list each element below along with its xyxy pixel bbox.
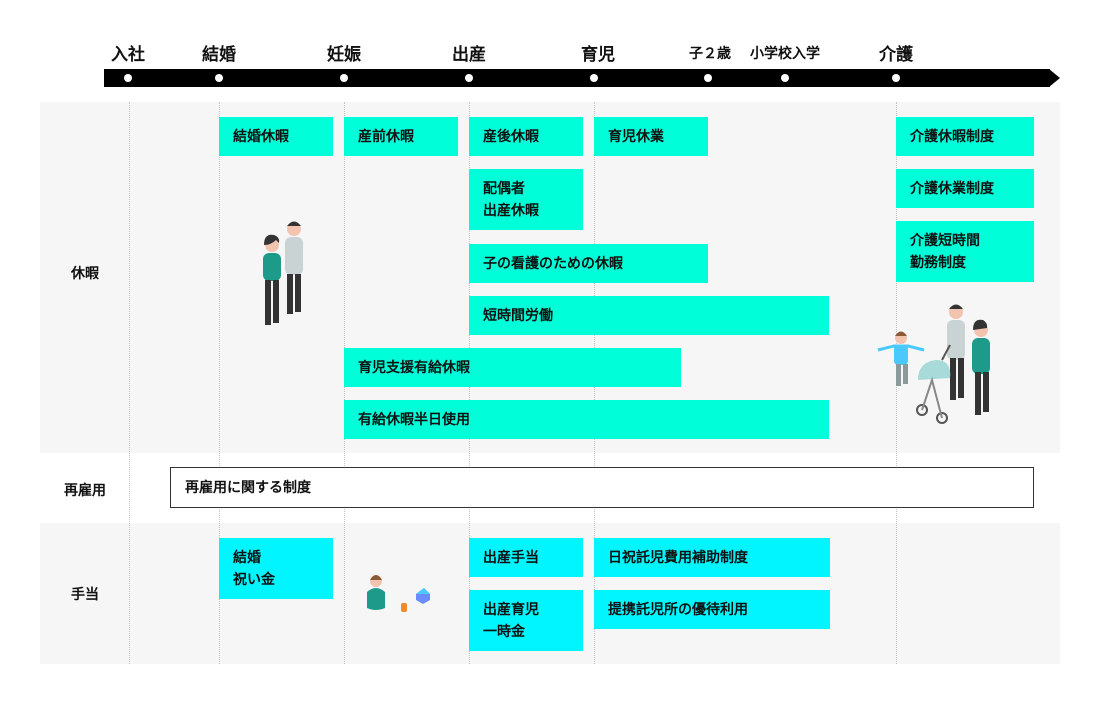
row-label-allowance: 手当 xyxy=(71,587,99,603)
timeline-arrow-icon xyxy=(1049,69,1060,87)
label-line: 配偶者 xyxy=(483,180,525,197)
childcare-paid-leave-label: 育児支援有給休暇 xyxy=(358,359,470,376)
childbirth-lump-sum: 出産育児一時金 xyxy=(469,590,583,651)
timeline-dot xyxy=(124,74,132,82)
row-label-leave: 休暇 xyxy=(71,266,99,282)
half-day-paid-leave-label: 有給休暇半日使用 xyxy=(358,411,470,428)
label-line: 結婚 xyxy=(233,549,261,566)
prenatal-leave: 産前休暇 xyxy=(344,117,458,156)
guide-line xyxy=(129,102,130,664)
care-leave-system: 介護休暇制度 xyxy=(896,117,1034,156)
timeline-bar xyxy=(104,69,1050,87)
timeline-dot xyxy=(215,74,223,82)
stage-birth: 出産 xyxy=(452,45,486,65)
childcare-leave-label: 育児休業 xyxy=(608,128,664,145)
rehire-system: 再雇用に関する制度 xyxy=(170,467,1034,508)
prenatal-leave-label: 産前休暇 xyxy=(358,128,414,145)
label-line: 出産育児 xyxy=(483,601,539,618)
stage-childcare: 育児 xyxy=(581,45,615,65)
care-short-hours: 介護短時間勤務制度 xyxy=(896,221,1034,282)
rehire-system-label: 再雇用に関する制度 xyxy=(185,479,311,496)
half-day-paid-leave: 有給休暇半日使用 xyxy=(344,400,829,439)
childcare-paid-leave: 育児支援有給休暇 xyxy=(344,348,681,387)
timeline-dot xyxy=(892,74,900,82)
stage-nursing-care: 介護 xyxy=(879,45,913,65)
label-line: 出産休暇 xyxy=(483,202,539,219)
marriage-gift: 結婚祝い金 xyxy=(219,538,333,599)
stage-elementary-school: 小学校入学 xyxy=(750,46,820,62)
partner-nursery-label: 提携託児所の優待利用 xyxy=(608,601,748,618)
marriage-leave: 結婚休暇 xyxy=(219,117,333,156)
label-line: 介護短時間 xyxy=(910,232,980,249)
stage-child-age-2: 子２歳 xyxy=(689,46,731,62)
childbirth-lump-sum-label: 出産育児一時金 xyxy=(483,599,539,643)
care-absence-system-label: 介護休業制度 xyxy=(910,180,994,197)
care-short-hours-label: 介護短時間勤務制度 xyxy=(910,230,980,274)
postnatal-leave-label: 産後休暇 xyxy=(483,128,539,145)
childcare-leave: 育児休業 xyxy=(594,117,708,156)
postnatal-leave: 産後休暇 xyxy=(469,117,583,156)
family-with-stroller-illustration xyxy=(877,304,990,424)
short-time-work: 短時間労働 xyxy=(469,296,829,335)
spouse-birth-leave-label: 配偶者出産休暇 xyxy=(483,178,539,222)
label-line: 祝い金 xyxy=(233,571,275,588)
holiday-childcare-subsidy: 日祝託児費用補助制度 xyxy=(594,538,830,577)
timeline-dot xyxy=(465,74,473,82)
maternity-allowance-label: 出産手当 xyxy=(483,549,539,566)
marriage-leave-label: 結婚休暇 xyxy=(233,128,289,145)
maternity-allowance: 出産手当 xyxy=(469,538,583,577)
child-nursing-leave: 子の看護のための休暇 xyxy=(469,244,708,283)
timeline-dot xyxy=(340,74,348,82)
child-nursing-leave-label: 子の看護のための休暇 xyxy=(483,255,623,272)
marriage-gift-label: 結婚祝い金 xyxy=(233,547,275,591)
care-absence-system: 介護休業制度 xyxy=(896,169,1034,208)
label-line: 勤務制度 xyxy=(910,254,966,271)
stage-pregnancy: 妊娠 xyxy=(327,45,361,65)
stage-joining: 入社 xyxy=(111,45,145,65)
timeline-dot xyxy=(590,74,598,82)
row-label-rehire: 再雇用 xyxy=(64,483,106,499)
spouse-birth-leave: 配偶者出産休暇 xyxy=(469,169,583,230)
care-leave-system-label: 介護休暇制度 xyxy=(910,128,994,145)
timeline-dot xyxy=(781,74,789,82)
timeline-dot xyxy=(704,74,712,82)
baby-playing-illustration xyxy=(367,575,430,612)
short-time-work-label: 短時間労働 xyxy=(483,307,553,324)
label-line: 一時金 xyxy=(483,623,525,640)
holiday-childcare-subsidy-label: 日祝託児費用補助制度 xyxy=(608,549,748,566)
couple-illustration xyxy=(263,221,303,325)
guide-line xyxy=(219,102,220,664)
partner-nursery: 提携託児所の優待利用 xyxy=(594,590,830,629)
stage-marriage: 結婚 xyxy=(202,45,236,65)
